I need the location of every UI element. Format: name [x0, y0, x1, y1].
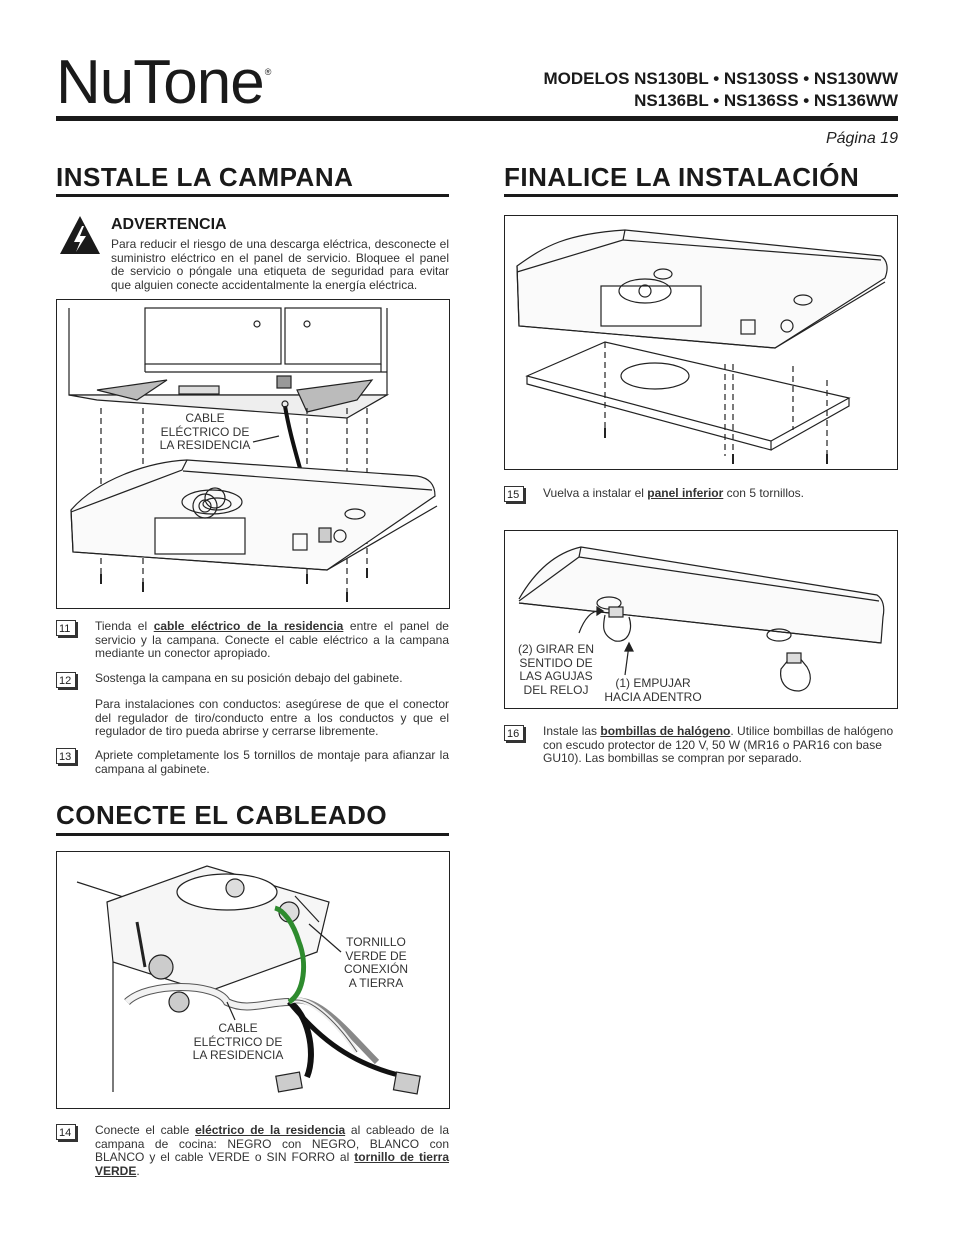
finish-title: FINALICE LA INSTALACIÓN	[504, 162, 860, 192]
registered-mark: ®	[264, 67, 272, 77]
step-15-badge: 15	[504, 486, 524, 502]
warning-title: ADVERTENCIA	[111, 216, 227, 233]
step-13-badge: 13	[56, 748, 76, 764]
wiring-rule	[56, 833, 449, 836]
brand-name: NuTone	[56, 48, 265, 117]
wiring-title: CONECTE EL CABLEADO	[56, 800, 388, 830]
bottom-panel-figure	[504, 215, 898, 470]
step-11-badge: 11	[56, 620, 76, 636]
warning-text: Para reducir el riesgo de una descarga e…	[111, 237, 449, 292]
brand-logo: NuTone®	[56, 52, 272, 114]
install-figure: CABLE ELÉCTRICO DE LA RESIDENCIA	[56, 299, 450, 609]
step-13-text: Apriete completamente los 5 tornillos de…	[95, 748, 449, 776]
step-16-text: Instale las bombillas de halógeno. Utili…	[543, 724, 894, 765]
turn-clockwise-label: (2) GIRAR EN SENTIDO DE LAS AGUJAS DEL R…	[517, 642, 594, 697]
finish-rule	[504, 194, 898, 197]
ground-screw-label: TORNILLO VERDE DE CONEXIÓN A TIERRA	[343, 935, 408, 990]
step-16-badge: 16	[504, 725, 524, 741]
step-12-badge: 12	[56, 672, 76, 688]
header-rule	[56, 116, 898, 121]
models-line-2: NS136BL • NS136SS • NS136WW	[634, 91, 898, 110]
install-title: INSTALE LA CAMPANA	[56, 162, 354, 192]
step-14-text: Conecte el cable eléctrico de la residen…	[95, 1123, 449, 1178]
bottom-panel-illustration	[516, 229, 888, 464]
wiring-illustration	[76, 865, 421, 1095]
push-inward-label: (1) EMPUJAR HACIA ADENTRO	[604, 676, 702, 704]
hood-under-cabinet-illustration	[68, 307, 438, 602]
install-cable-label: CABLE ELÉCTRICO DE LA RESIDENCIA	[159, 411, 251, 452]
models-line-1: MODELOS NS130BL • NS130SS • NS130WW	[543, 69, 898, 88]
wiring-figure: TORNILLO VERDE DE CONEXIÓN A TIERRA CABL…	[56, 851, 450, 1109]
page-number: Página 19	[825, 130, 898, 147]
step-11-text: Tienda el cable eléctrico de la residenc…	[95, 619, 449, 660]
models-heading: MODELOS NS130BL • NS130SS • NS130WW NS13…	[543, 68, 898, 112]
install-rule	[56, 194, 449, 197]
step-15-text: Vuelva a instalar el panel inferior con …	[543, 486, 805, 500]
step-14-badge: 14	[56, 1124, 76, 1140]
halogen-bulb-figure: (2) GIRAR EN SENTIDO DE LAS AGUJAS DEL R…	[504, 530, 898, 709]
halogen-bulb-illustration	[518, 546, 885, 692]
wiring-cable-label: CABLE ELÉCTRICO DE LA RESIDENCIA	[192, 1021, 284, 1062]
step-12-text: Sostenga la campana en su posición debaj…	[95, 671, 403, 685]
step-12-ducted-text: Para instalaciones con conductos: asegúr…	[95, 697, 449, 738]
warning-shock-icon	[58, 214, 102, 258]
